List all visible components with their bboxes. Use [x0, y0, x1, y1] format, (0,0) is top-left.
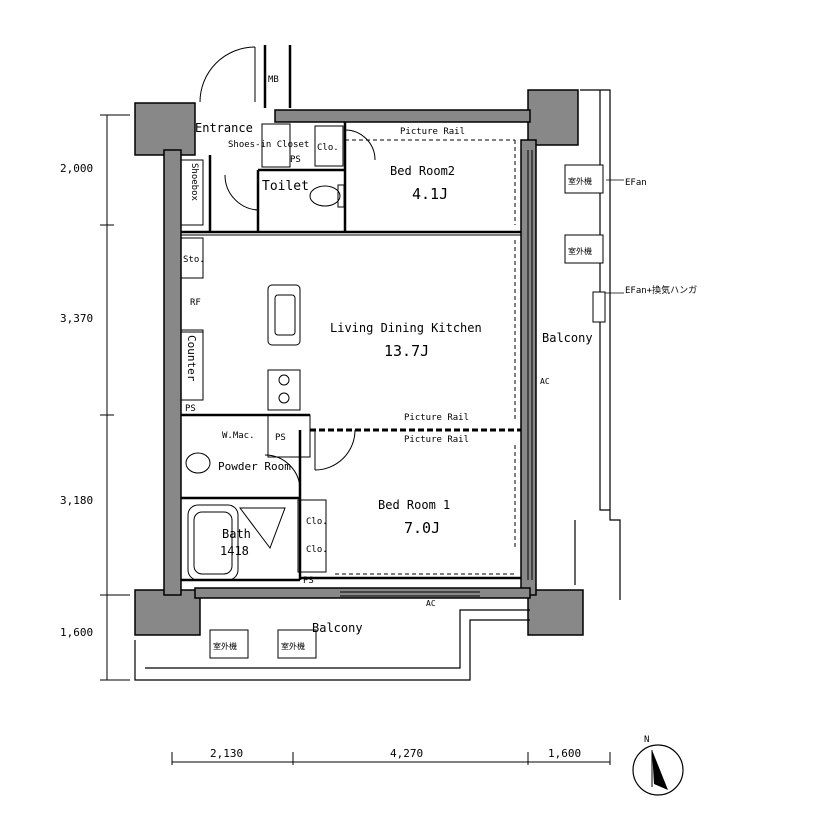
clo-label-bed2: Clo.: [317, 143, 339, 153]
dim-bottom-3: 1,600: [548, 747, 581, 760]
fan-hood-unit: [592, 291, 606, 323]
ac-unit-4: [277, 629, 317, 659]
wall-south: [194, 587, 531, 599]
wall-west: [163, 149, 182, 596]
ldk-name: Living Dining Kitchen: [330, 321, 482, 335]
counter-label: Counter: [185, 335, 198, 382]
column-se: [527, 589, 584, 636]
balcony-outline: [134, 89, 621, 681]
ps-label-4: PS: [303, 576, 314, 586]
outdoor-units: [209, 164, 606, 659]
bedroom2-size: 4.1J: [412, 185, 448, 203]
mb-label: MB: [268, 75, 279, 85]
shoes-in-closet-label: Shoes-in Closet: [228, 140, 309, 150]
bathtub: [187, 504, 239, 581]
column-nw: [134, 102, 196, 156]
picture-rail-lines: [335, 139, 516, 575]
ps-label-3: PS: [275, 433, 286, 443]
bottom-dimension: [171, 752, 611, 765]
door-swings: [199, 46, 376, 550]
svg-text:室外機: 室外機: [281, 641, 305, 651]
powder-door: [264, 454, 301, 491]
kitchen-sink: [267, 284, 301, 346]
dim-left-2: 3,370: [60, 312, 93, 325]
picture-rail-label-mid2: Picture Rail: [404, 435, 469, 445]
powder-sink: [185, 452, 211, 474]
dim-left-1: 2,000: [60, 162, 93, 175]
ps-label-2: PS: [185, 404, 196, 414]
clo-label-bed1b: Clo.: [306, 545, 328, 555]
dim-bottom-1: 2,130: [210, 747, 243, 760]
ac-unit-1: [564, 164, 604, 194]
compass-icon: N: [632, 735, 684, 796]
entrance-door: [199, 46, 256, 103]
leader-lines: [605, 179, 624, 294]
ac-unit-3: [209, 629, 249, 659]
bedroom1-size: 7.0J: [404, 519, 440, 537]
bath-door-leaf: [239, 507, 286, 550]
ldk-size: 13.7J: [384, 342, 429, 360]
svg-text:室外機: 室外機: [213, 641, 237, 651]
wall-hatching: [180, 123, 521, 573]
fixtures: [180, 184, 345, 581]
balcony-east-label: Balcony: [542, 331, 593, 345]
bedroom2-name: Bed Room2: [390, 164, 455, 178]
rf-label: RF: [190, 298, 201, 308]
toilet-bowl: [309, 185, 341, 207]
outdoor-unit-labels: 室外機 室外機 室外機 室外機: [213, 176, 592, 651]
east-windows: [340, 150, 533, 597]
svg-text:室外機: 室外機: [568, 176, 592, 186]
dim-left-4: 1,600: [60, 626, 93, 639]
bedroom1-name: Bed Room 1: [378, 498, 450, 512]
ac-unit-2: [564, 234, 604, 264]
efan-hood-label: EFan+換気ハンガ: [625, 284, 697, 296]
bedroom2-door: [344, 129, 376, 161]
shoebox-label: Shoebox: [189, 163, 199, 202]
svg-text:室外機: 室外機: [568, 246, 592, 256]
ac-label-south: AC: [426, 599, 436, 608]
ac-label-east: AC: [540, 377, 550, 386]
wm-label: W.Mac.: [222, 431, 255, 441]
dim-bottom-2: 4,270: [390, 747, 423, 760]
stove: [267, 369, 301, 411]
column-ne: [527, 89, 579, 146]
picture-rail-label-top: Picture Rail: [400, 127, 465, 137]
powder-room-label: Powder Room: [218, 460, 291, 473]
column-sw: [134, 589, 201, 636]
wall-north: [274, 109, 531, 123]
efan-label: EFan: [625, 178, 647, 188]
clo-label-bed1a: Clo.: [306, 517, 328, 527]
balcony-south-label: Balcony: [312, 621, 363, 635]
counter-top: [180, 331, 204, 401]
ps-label-1: PS: [290, 155, 301, 165]
toilet-label: Toilet: [262, 179, 309, 194]
left-dimension: [100, 114, 130, 681]
compass-north-label: N: [644, 735, 649, 745]
bath-name: Bath: [222, 527, 251, 541]
picture-rail-label-mid1: Picture Rail: [404, 413, 469, 423]
dim-left-3: 3,180: [60, 494, 93, 507]
entrance-label: Entrance: [195, 121, 253, 135]
structural-walls: [134, 89, 584, 636]
toilet-door: [224, 174, 259, 211]
sto-label: Sto.: [183, 255, 205, 265]
ldk-door: [314, 429, 356, 471]
bath-size: 1418: [220, 544, 249, 558]
